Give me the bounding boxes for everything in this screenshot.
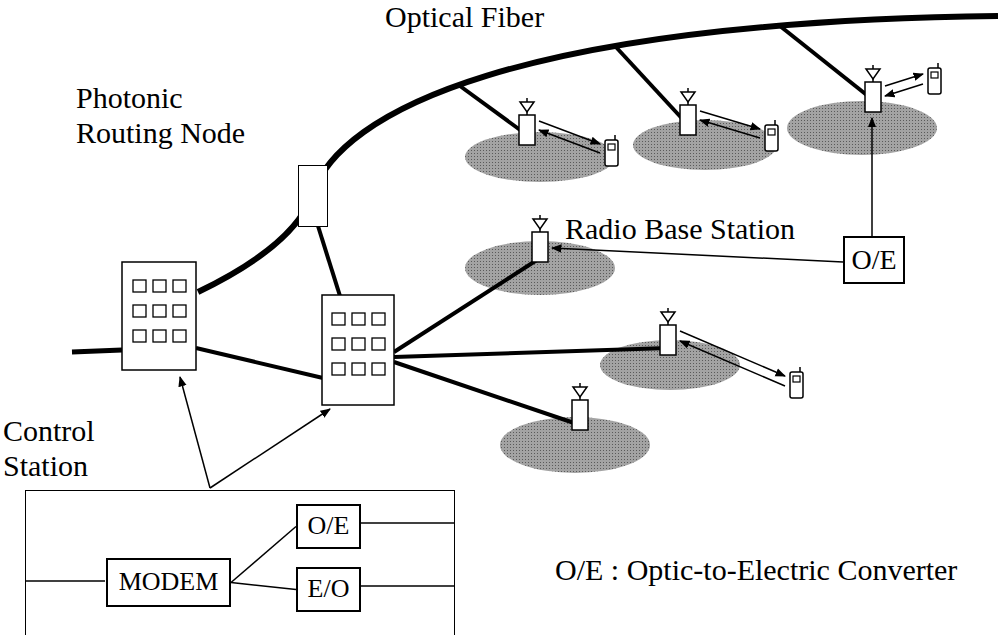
mobile-phone-icon — [765, 120, 778, 151]
radio-link-arrows — [539, 74, 923, 386]
feed-arrow — [871, 118, 873, 236]
photonic-routing-node: Photonic Routing Node — [298, 165, 328, 227]
base-station-icon — [660, 308, 676, 355]
radio-arrow — [885, 74, 923, 86]
building-window — [352, 338, 365, 350]
mobile-phone-icon — [928, 63, 941, 94]
fiber-label: Optical Fiber — [385, 0, 544, 33]
building-window — [153, 305, 166, 317]
base-station-icon — [680, 88, 696, 135]
radio-arrow — [700, 111, 760, 129]
base-station-icon — [572, 383, 588, 430]
building-window — [372, 313, 385, 325]
building-window — [173, 305, 186, 317]
base-station-icon — [519, 98, 535, 145]
building-window — [133, 330, 146, 342]
building-window — [153, 330, 166, 342]
optical-fiber — [198, 16, 998, 292]
control-arrow — [180, 377, 210, 488]
mobile-phone-icon — [605, 135, 618, 166]
converter-box: E/O — [296, 567, 361, 612]
radio-arrow — [539, 121, 600, 144]
building-window — [133, 280, 146, 292]
radio-cell — [787, 101, 937, 155]
radio-arrow — [885, 84, 923, 96]
building-window — [173, 280, 186, 292]
building-outline — [322, 295, 394, 405]
legend-note: O/E : Optic-to-Electric Converter — [555, 553, 957, 586]
radio-cell — [465, 132, 615, 182]
building-window — [133, 305, 146, 317]
node-text: MODEM — [119, 568, 219, 597]
fiber-link — [318, 226, 340, 296]
base-station-label: Radio Base Station — [565, 212, 795, 245]
building-window — [332, 363, 345, 375]
radio-arrow — [700, 120, 760, 138]
fiber-branch — [460, 86, 527, 135]
fiber-link — [394, 348, 668, 357]
signal-wire — [25, 580, 105, 582]
radio-arrow — [680, 341, 785, 386]
feed-arrow — [552, 248, 843, 262]
building-window — [173, 330, 186, 342]
node-heading: Control Station — [3, 414, 133, 483]
node-heading: Photonic Routing Node — [76, 81, 266, 150]
node-text: E/O — [308, 575, 350, 604]
building-window — [153, 280, 166, 292]
fiber-branch — [780, 26, 873, 100]
building-window — [332, 338, 345, 350]
building-window — [372, 338, 385, 350]
building-window — [332, 313, 345, 325]
building-window — [372, 363, 385, 375]
fiber-branch — [615, 46, 688, 125]
fiber-link — [196, 348, 323, 378]
control-arrow — [210, 409, 330, 488]
building-window — [352, 363, 365, 375]
radio-arrow — [539, 130, 600, 153]
central-office-building — [122, 262, 196, 370]
converter-box: O/E — [296, 504, 361, 549]
building-window — [352, 313, 365, 325]
base-station-icon — [865, 65, 881, 112]
signal-wire — [231, 583, 296, 590]
control-station-box: Control StationMODEMO/EE/O — [25, 490, 455, 635]
fiber-link — [394, 362, 580, 425]
fiber-stub — [72, 350, 122, 352]
building-outline — [122, 262, 196, 370]
fiber-link — [394, 258, 540, 352]
converter-box: O/E — [843, 236, 905, 284]
signal-wire — [231, 527, 296, 583]
node-text: O/E — [851, 245, 896, 276]
mobile-phone-icon — [790, 367, 803, 398]
radio-arrow — [680, 331, 785, 376]
node-text: O/E — [308, 512, 350, 541]
modem-box: MODEM — [106, 558, 231, 607]
central-office-building — [322, 295, 394, 405]
base-station-icon — [532, 215, 548, 262]
